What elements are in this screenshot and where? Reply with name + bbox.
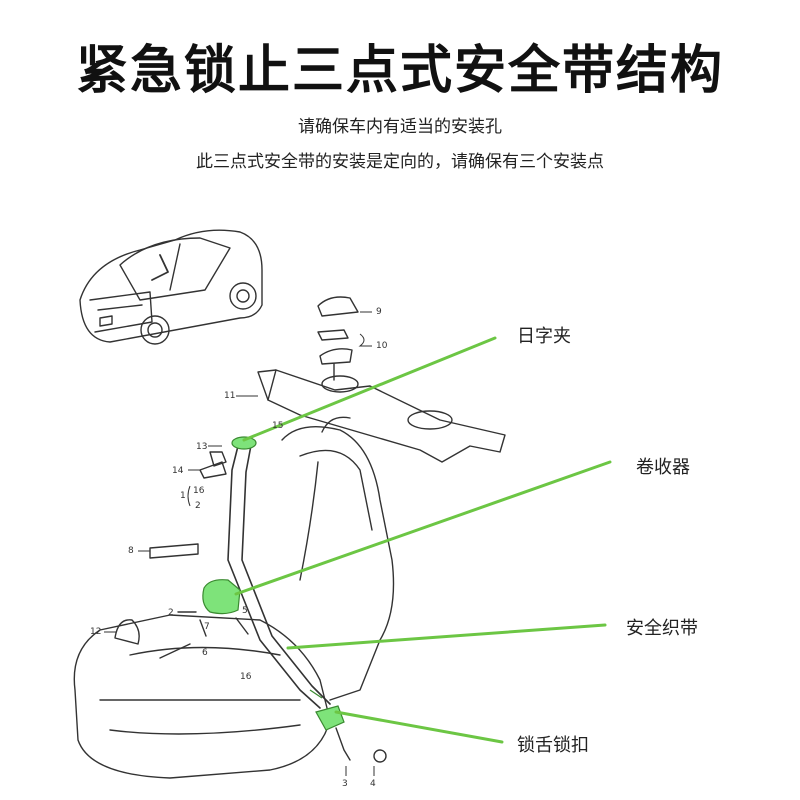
part-6 xyxy=(159,643,191,659)
part-num-14: 14 xyxy=(172,466,184,476)
callout-label-clip: 日字夹 xyxy=(517,326,571,347)
part-8-bolt xyxy=(149,543,199,559)
part-14 xyxy=(199,461,227,479)
part-9-cover xyxy=(317,296,359,317)
part-num-11: 11 xyxy=(224,391,235,401)
highlight-clip xyxy=(231,436,257,450)
highlight-retractor xyxy=(202,579,241,615)
part-num-7: 7 xyxy=(204,622,210,632)
part-13 xyxy=(209,451,227,467)
callout-line-webbing xyxy=(286,623,607,650)
subtitle-three-points: 此三点式安全带的安装是定向的，请确保有三个安装点 xyxy=(196,152,604,172)
page-title: 紧急锁止三点式安全带结构 xyxy=(75,41,724,101)
seat-cushion xyxy=(73,614,331,779)
part-12-cap xyxy=(114,619,140,645)
callout-label-buckle: 锁舌锁扣 xyxy=(517,735,589,756)
part-num-16b: 16 xyxy=(240,672,252,682)
part-10-plate xyxy=(317,329,349,341)
car-illustration xyxy=(79,229,263,345)
part-num-3: 3 xyxy=(342,779,348,789)
part-num-1: 1 xyxy=(180,491,186,501)
callout-line-buckle xyxy=(334,710,504,744)
callout-label-webbing: 安全织带 xyxy=(626,618,698,639)
seat-backrest xyxy=(281,425,395,701)
part-num-10: 10 xyxy=(376,341,388,351)
part-num-15: 15 xyxy=(272,421,283,431)
part-num-9: 9 xyxy=(376,307,382,317)
pillar-trim xyxy=(257,369,506,463)
part-num-5: 5 xyxy=(242,606,248,616)
part-num-8: 8 xyxy=(128,546,134,556)
part-num-12: 12 xyxy=(90,627,101,637)
part-num-2b: 2 xyxy=(168,608,174,618)
callout-line-retractor xyxy=(234,460,612,596)
highlight-buckle xyxy=(309,689,345,731)
subtitle-install-holes: 请确保车内有适当的安装孔 xyxy=(298,117,502,137)
callout-label-retractor: 卷收器 xyxy=(636,457,690,478)
lower-anchor xyxy=(335,727,351,761)
part-num-6: 6 xyxy=(202,648,208,658)
part-num-2a: 2 xyxy=(195,501,201,511)
part-num-4: 4 xyxy=(370,779,376,789)
callout-line-clip xyxy=(242,336,497,442)
part-7 xyxy=(199,619,207,637)
part-num-16a: 16 xyxy=(193,486,205,496)
part-10-washer xyxy=(319,348,353,365)
part-num-13: 13 xyxy=(196,442,207,452)
part-5 xyxy=(235,617,249,635)
belt-webbing xyxy=(227,437,321,709)
